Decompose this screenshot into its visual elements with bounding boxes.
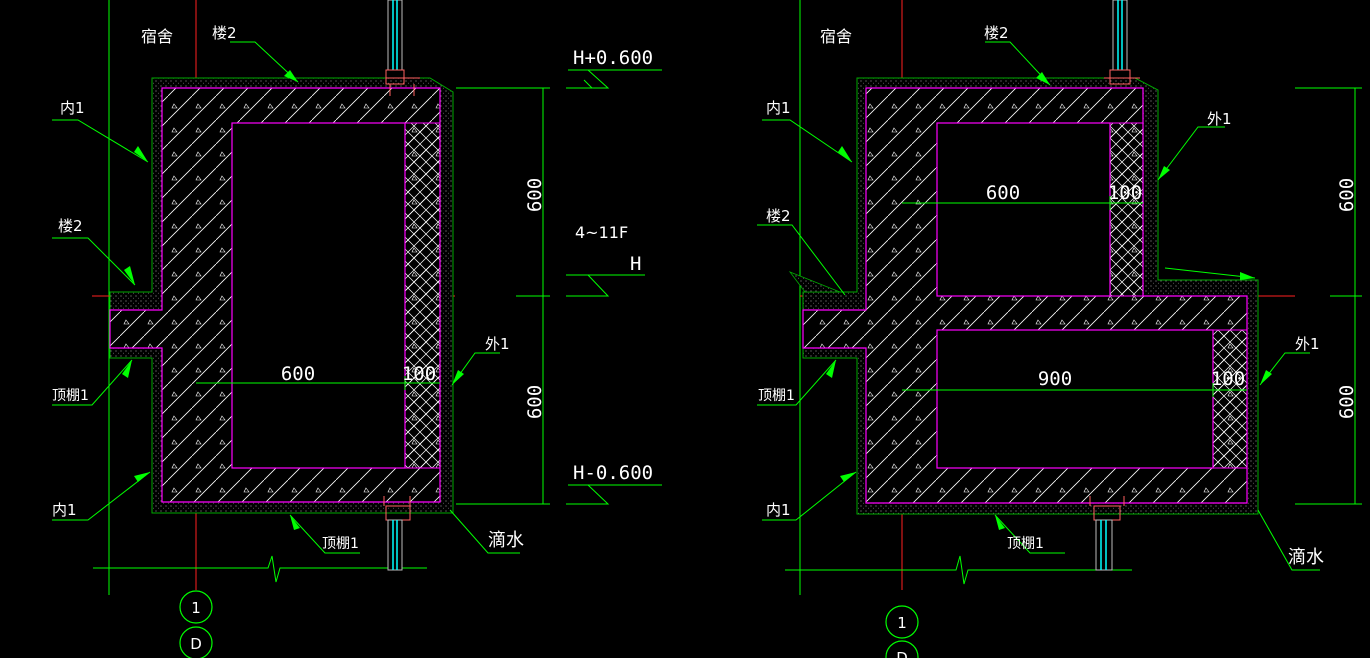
right-leader-arrows [826, 72, 1272, 530]
left-detail: 600 100 600 600 H+0.600 4~11F H H-0.600 … [52, 0, 662, 658]
right-axis-label-d: D [896, 649, 908, 658]
left-axis-bubble-d [179, 626, 213, 658]
right-dim-upper-h: 600 [1336, 178, 1358, 212]
left-label-drip: 滴水 [488, 530, 524, 551]
left-cavity [231, 122, 406, 469]
left-elevation-bottom: H-0.600 [566, 462, 662, 505]
right-label-inner-bottom: 内1 [766, 501, 791, 519]
left-label-outer: 外1 [485, 335, 510, 353]
left-axis-label-d: D [190, 635, 202, 653]
right-window-bottom [1089, 496, 1125, 571]
left-room-label: 宿舍 [141, 27, 173, 46]
right-lower-insulation [1212, 329, 1248, 469]
right-label-outer-top: 外1 [1207, 110, 1232, 128]
right-dim-lower-insulation: 100 [1211, 368, 1245, 390]
svg-text:H-0.600: H-0.600 [573, 462, 653, 484]
left-window-top [385, 0, 420, 96]
left-label-ceiling-bottom: 顶棚1 [322, 536, 359, 552]
right-upper-cavity [936, 122, 1111, 297]
left-label-inner-top: 内1 [60, 99, 85, 117]
right-detail: 600 100 900 100 600 600 宿舍 [757, 0, 1362, 658]
right-label-outer-bottom: 外1 [1295, 335, 1320, 353]
left-label-ceiling-left: 顶棚1 [52, 388, 89, 404]
left-dim-width: 600 [281, 363, 315, 385]
right-label-drip: 滴水 [1288, 547, 1324, 568]
right-upper-insulation [1109, 122, 1144, 297]
right-label-floor-mid: 楼2 [766, 207, 791, 225]
right-room-label: 宿舍 [820, 27, 852, 46]
left-leaders [52, 41, 520, 554]
right-break-line [785, 555, 1132, 585]
right-dim-upper-insulation: 100 [1108, 182, 1142, 204]
left-floors-label: 4~11F [575, 223, 628, 242]
right-label-ceiling-bottom: 顶棚1 [1007, 536, 1044, 552]
right-window-top [1104, 0, 1140, 85]
left-elevation-top: H+0.600 [566, 47, 662, 89]
left-insulation [404, 122, 441, 469]
left-axis-bubble-1 [179, 590, 213, 624]
right-label-ceiling-left: 顶棚1 [758, 388, 795, 404]
left-elevation-mid: H [566, 253, 645, 297]
right-dim-lower-width: 900 [1038, 368, 1072, 390]
left-window-bottom [383, 496, 411, 571]
right-axis-bubble-d [885, 640, 919, 658]
svg-text:H+0.600: H+0.600 [573, 47, 653, 69]
right-axis-bubble-1 [885, 605, 919, 639]
right-lower-cavity [936, 329, 1214, 469]
svg-text:H: H [630, 253, 641, 275]
right-label-floor-top: 楼2 [984, 24, 1009, 42]
right-axis-label-1: 1 [897, 614, 907, 632]
left-break-line [93, 555, 427, 583]
right-dim-upper-width: 600 [986, 182, 1020, 204]
left-dim-lower-h: 600 [524, 385, 546, 419]
left-label-inner-bottom: 内1 [52, 501, 77, 519]
left-label-floor-mid: 楼2 [58, 217, 83, 235]
left-dim-upper-h: 600 [524, 178, 546, 212]
right-label-inner-top: 内1 [766, 99, 791, 117]
left-label-floor-top: 楼2 [212, 24, 237, 42]
right-dim-lower-h: 600 [1336, 385, 1358, 419]
left-leader-arrows [122, 70, 464, 530]
left-axis-label-1: 1 [191, 599, 201, 617]
left-dim-insulation: 100 [402, 363, 436, 385]
right-plaster-splash [788, 271, 841, 293]
